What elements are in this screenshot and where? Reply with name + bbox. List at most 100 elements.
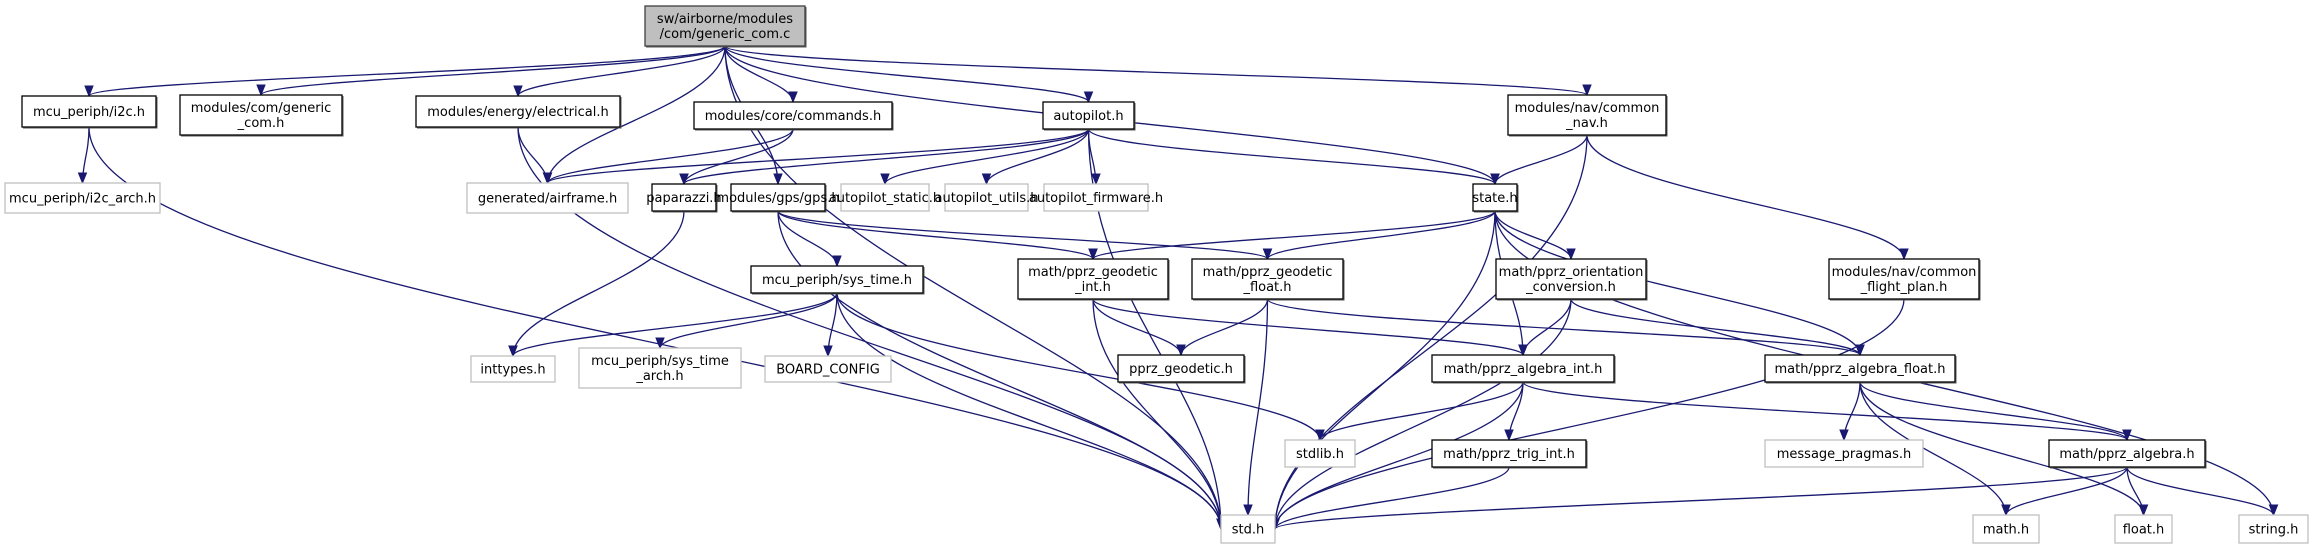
edge-line [884,128,1090,185]
node-i2c-arch[interactable]: mcu_periph/i2c_arch.h [4,182,161,214]
edge-line [1274,298,1572,530]
node-label: stdlib.h [1296,447,1344,462]
arrowhead-icon [1088,248,1098,261]
node-box [840,183,930,212]
node-label: math/pprz_orientation [1499,265,1644,280]
edge-line [777,210,838,267]
edge-line [546,45,726,184]
node-root[interactable]: sw/airborne/modules/com/generic_com.c [644,5,807,48]
arrowhead-icon [832,255,842,268]
node-autopilot[interactable]: autopilot.h [1042,101,1136,131]
node-i2c[interactable]: mcu_periph/i2c.h [21,95,158,129]
edge-autopilot-to-paparazzi [679,128,1090,186]
edge-sys_time-to-std [836,292,1226,531]
node-geo-float[interactable]: math/pprz_geodetic_float.h [1191,258,1345,301]
node-ap-utils[interactable]: autopilot_utils.h [935,183,1039,212]
node-ap-firmware[interactable]: autopilot_firmware.h [1029,183,1163,212]
node-label: _float.h [1242,280,1291,295]
arrowhead-icon [1490,173,1500,186]
node-orient[interactable]: math/pprz_orientation_conversion.h [1495,258,1648,301]
node-label: autopilot_firmware.h [1029,191,1163,206]
node-gps[interactable]: modules/gps/gps.h [716,183,840,213]
arrowhead-icon [2001,504,2011,517]
node-flight-plan[interactable]: modules/nav/common_flight_plan.h [1828,258,1981,301]
node-box [693,101,893,130]
edge-i2c-to-i2c_arch [77,126,90,185]
node-paparazzi[interactable]: paparazzi.h [646,183,722,213]
edge-line [546,128,794,184]
node-state[interactable]: state.h [1472,183,1519,213]
arrowhead-icon [773,173,783,186]
node-label: mcu_periph/i2c_arch.h [9,192,156,207]
node-label: state.h [1472,191,1517,206]
node-generic-com-h[interactable]: modules/com/generic_com.h [179,94,344,137]
edge-line [1859,381,2145,516]
edge-paparazzi-to-inttypes [508,210,685,358]
edge-alg_int-to-stdlib [1315,381,1524,442]
edge-line [546,128,1090,184]
edge-line [836,292,1222,530]
node-geo-int[interactable]: math/pprz_geodetic_int.h [1017,258,1170,301]
edge-alg-to-string [2126,466,2279,517]
node-label: autopilot_utils.h [935,191,1039,206]
edge-line [1266,210,1496,260]
node-board-config[interactable]: BOARD_CONFIG [764,355,892,383]
node-shadow [653,185,718,213]
node-box [578,347,742,389]
node-ap-static[interactable]: autopilot_static.h [829,183,941,212]
node-float[interactable]: float.h [2114,514,2173,544]
arrowhead-icon [1176,344,1186,357]
node-label: modules/com/generic [191,101,332,116]
node-shadow [1044,103,1136,131]
node-sys-time-arch[interactable]: mcu_periph/sys_time_arch.h [578,347,742,389]
node-label: sw/airborne/modules [657,12,793,27]
node-box [750,265,924,294]
node-trig-int[interactable]: math/pprz_trig_int.h [1431,439,1588,469]
node-label: mcu_periph/sys_time [591,354,729,369]
edge-line [260,45,726,96]
arrowhead-icon [1083,91,1094,104]
node-label: BOARD_CONFIG [776,363,880,378]
edge-geo_int-to-alg_int [1092,298,1528,357]
node-box [1191,258,1344,300]
node-math[interactable]: math.h [1972,514,2040,544]
node-alg[interactable]: math/pprz_algebra.h [2048,439,2207,469]
node-electrical[interactable]: modules/energy/electrical.h [415,95,622,129]
edge-gps-to-geo_float [777,210,1273,261]
node-label: message_pragmas.h [1777,447,1912,462]
edge-root-to-i2c [84,45,726,98]
node-label: math/pprz_geodetic [1203,265,1333,280]
node-commands[interactable]: modules/core/commands.h [693,101,894,131]
node-std[interactable]: std.h [1220,514,1276,544]
node-shadow [695,103,894,131]
node-shadow [1433,441,1588,469]
edge-line [777,210,1269,260]
node-label: _conversion.h [1525,280,1616,295]
node-box [21,95,157,128]
node-box [1043,183,1149,212]
edge-line [1092,298,1524,356]
node-label: math/pprz_algebra_int.h [1444,362,1603,377]
node-pprz-geodetic[interactable]: pprz_geodetic.h [1117,354,1246,384]
node-airframe[interactable]: generated/airframe.h [466,182,629,214]
node-alg-int[interactable]: math/pprz_algebra_int.h [1431,354,1616,384]
arrowhead-icon [823,345,833,358]
node-alg-float[interactable]: math/pprz_algebra_float.h [1764,354,1957,384]
node-common-nav[interactable]: modules/nav/common_nav.h [1507,94,1668,137]
node-box [1220,514,1276,544]
edge-state-to-geo_int [1088,210,1496,261]
node-sys-time[interactable]: mcu_periph/sys_time.h [750,265,925,295]
node-label: _nav.h [1565,116,1608,131]
edge-common_nav-to-flight_plan [1586,134,1909,261]
node-inttypes[interactable]: inttypes.h [470,355,556,383]
node-msg-pragmas[interactable]: message_pragmas.h [1764,439,1924,468]
node-shadow [2050,441,2207,469]
arrowhead-icon [981,173,992,186]
arrowhead-icon [1899,248,1909,261]
node-stdlib[interactable]: stdlib.h [1284,439,1356,468]
node-string[interactable]: string.h [2238,514,2309,544]
edge-line [1092,298,1182,356]
arrowhead-icon [1315,429,1325,442]
arrowhead-icon [542,172,553,185]
node-shadow [1497,260,1648,301]
